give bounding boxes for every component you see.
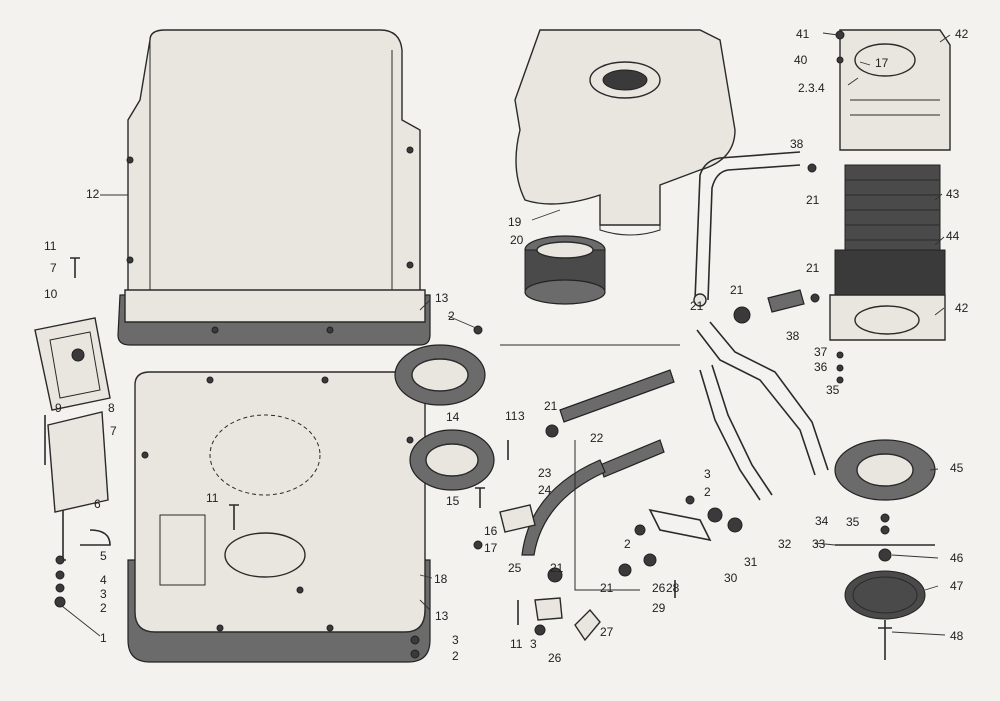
callout-9: 9 (55, 401, 62, 415)
callout-35: 35 (846, 515, 860, 529)
callout-11: 11 (44, 239, 57, 253)
callout-4: 4 (100, 573, 107, 587)
callout-25: 25 (508, 561, 522, 575)
callout-26: 26 (652, 581, 666, 595)
callout-37: 37 (814, 345, 828, 359)
callout-38: 38 (790, 137, 804, 151)
control-bracket (34, 257, 111, 608)
callout-3: 3 (530, 637, 537, 651)
callout-5: 5 (100, 549, 107, 563)
callout-8: 8 (108, 401, 115, 415)
callout-33: 33 (812, 537, 826, 551)
callout-21: 21 (690, 299, 704, 313)
callout-11: 11 (510, 637, 523, 651)
callout-31: 31 (744, 555, 758, 569)
callout-35: 35 (826, 383, 840, 397)
base-bolt-holes (141, 376, 414, 632)
callout-13: 13 (435, 291, 449, 305)
small-hardware (229, 30, 935, 659)
callout-42: 42 (955, 27, 969, 41)
callout-42: 42 (955, 301, 969, 315)
callout-14: 14 (446, 410, 460, 424)
callout-45: 45 (950, 461, 964, 475)
base-plate-assembly (127, 371, 431, 663)
callout-48: 48 (950, 629, 964, 643)
leader-lines (61, 32, 951, 637)
gaskets (394, 344, 936, 660)
callout-2: 2 (624, 537, 631, 551)
callout-27: 27 (600, 625, 614, 639)
callout-28: 28 (666, 581, 680, 595)
callout-40: 40 (794, 53, 808, 67)
callout-17: 17 (484, 541, 498, 555)
callout-16: 16 (484, 524, 498, 538)
callout-34: 34 (815, 514, 829, 528)
callout-7: 7 (110, 424, 117, 438)
callout-12: 12 (86, 187, 100, 201)
heat-exchanger (829, 29, 951, 341)
callout-2-3-4: 2.3.4 (798, 81, 825, 95)
callout-labels: 1 2 3 4 5 6 7 7 8 9 10 11 11 11 11 12 13… (44, 27, 969, 665)
callout-2: 2 (452, 649, 459, 663)
callout-26: 26 (548, 651, 562, 665)
cover-bolt-holes (126, 146, 414, 334)
callout-30: 30 (724, 571, 738, 585)
callout-29: 29 (652, 601, 666, 615)
callout-32: 32 (778, 537, 792, 551)
upper-cover-housing (117, 29, 431, 346)
callout-18: 18 (434, 572, 448, 586)
clamp-ring (524, 235, 606, 305)
callout-24: 24 (538, 483, 552, 497)
callout-21: 21 (806, 261, 820, 275)
callout-2: 2 (448, 309, 455, 323)
callout-3: 3 (518, 409, 525, 423)
callout-44: 44 (946, 229, 960, 243)
callout-15: 15 (446, 494, 460, 508)
callout-41: 41 (796, 27, 810, 41)
callout-2: 2 (100, 601, 107, 615)
blower-housing (514, 29, 736, 236)
callout-22: 22 (590, 431, 604, 445)
callout-11: 11 (505, 409, 518, 423)
callout-47: 47 (950, 579, 964, 593)
callout-6: 6 (94, 497, 101, 511)
callout-21: 21 (730, 283, 744, 297)
callout-3: 3 (704, 467, 711, 481)
callout-10: 10 (44, 287, 58, 301)
callout-2: 2 (704, 485, 711, 499)
callout-11: 11 (206, 491, 219, 505)
callout-43: 43 (946, 187, 960, 201)
callout-21: 21 (600, 581, 614, 595)
callout-21: 21 (550, 561, 564, 575)
callout-1: 1 (100, 631, 107, 645)
callout-21: 21 (806, 193, 820, 207)
callout-7: 7 (50, 261, 57, 275)
callout-3: 3 (100, 587, 107, 601)
callout-46: 46 (950, 551, 964, 565)
callout-36: 36 (814, 360, 828, 374)
callout-23: 23 (538, 466, 552, 480)
callout-3: 3 (452, 633, 459, 647)
callout-17: 17 (875, 56, 889, 70)
callout-38: 38 (786, 329, 800, 343)
callout-13: 13 (435, 609, 449, 623)
hoses (500, 151, 829, 591)
callout-21: 21 (544, 399, 558, 413)
callout-20: 20 (510, 233, 524, 247)
callout-19: 19 (508, 215, 522, 229)
